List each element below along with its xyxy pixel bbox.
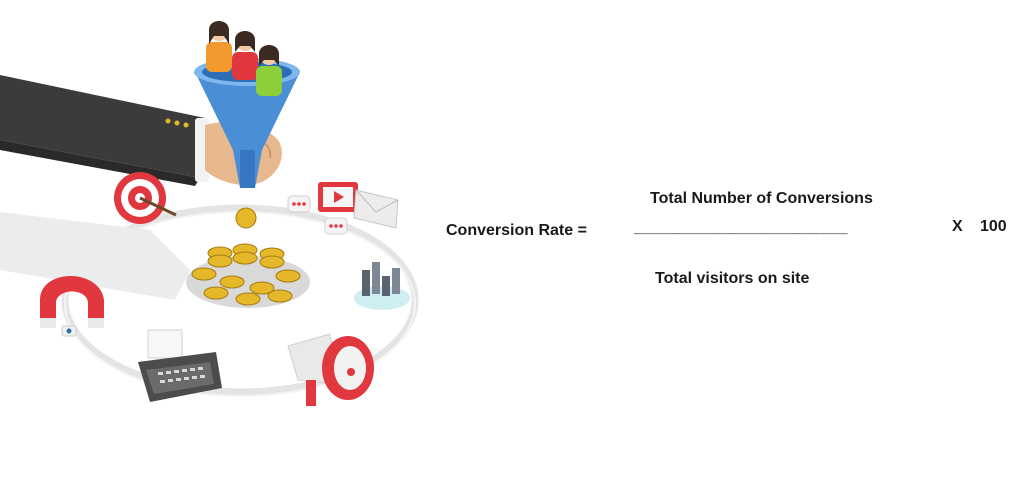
- email-icon: [353, 189, 399, 229]
- magnet-icon: [40, 276, 104, 337]
- people-icon: [206, 21, 282, 96]
- bar-chart-icon: [354, 262, 410, 310]
- megaphone-icon: [287, 333, 374, 406]
- marketing-funnel-illustration: [0, 21, 419, 406]
- formula-label: Conversion Rate =: [446, 222, 587, 239]
- hand-shadow: [0, 212, 190, 300]
- typewriter-icon: [138, 329, 222, 402]
- chat-bubble-icon: [287, 195, 348, 235]
- formula-denominator: Total visitors on site: [655, 270, 810, 287]
- formula-numerator: Total Number of Conversions: [650, 190, 873, 207]
- fraction-line: _______________________: [634, 219, 848, 236]
- target-icon: [114, 172, 177, 224]
- formula-multiplier: 100: [980, 218, 1007, 235]
- video-icon: [318, 182, 358, 212]
- multiply-sign: X: [952, 218, 963, 235]
- coins-icon: [186, 207, 310, 308]
